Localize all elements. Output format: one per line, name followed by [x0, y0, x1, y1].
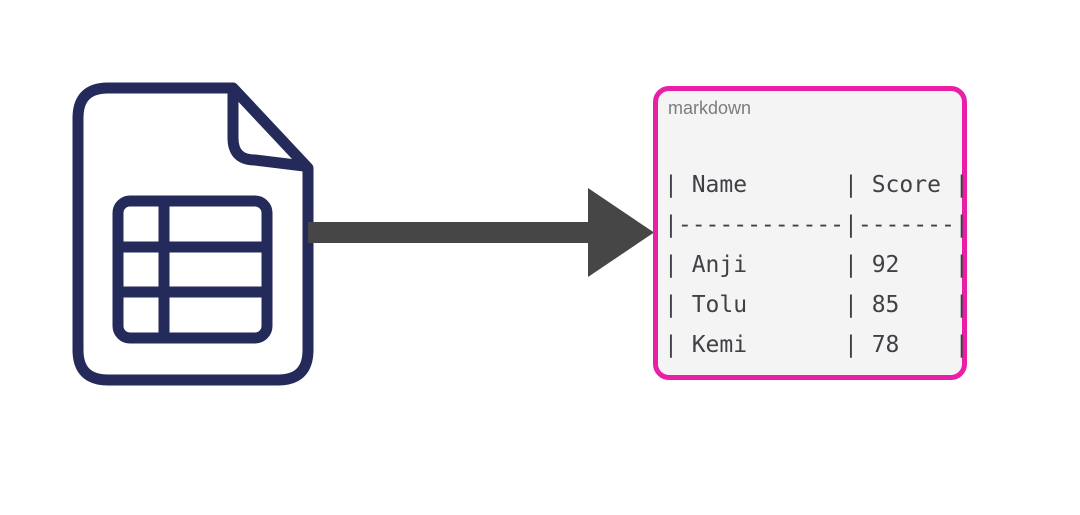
markdown-table-code: | Name | Score | |------------|-------| … — [664, 172, 969, 358]
folded-corner — [227, 84, 310, 172]
arrow-right-icon — [308, 188, 654, 277]
table-grid-icon — [112, 195, 273, 344]
spreadsheet-file-icon — [72, 82, 314, 386]
code-language-label: markdown — [668, 98, 752, 118]
code-block: markdown | Name | Score | |------------|… — [653, 86, 969, 380]
